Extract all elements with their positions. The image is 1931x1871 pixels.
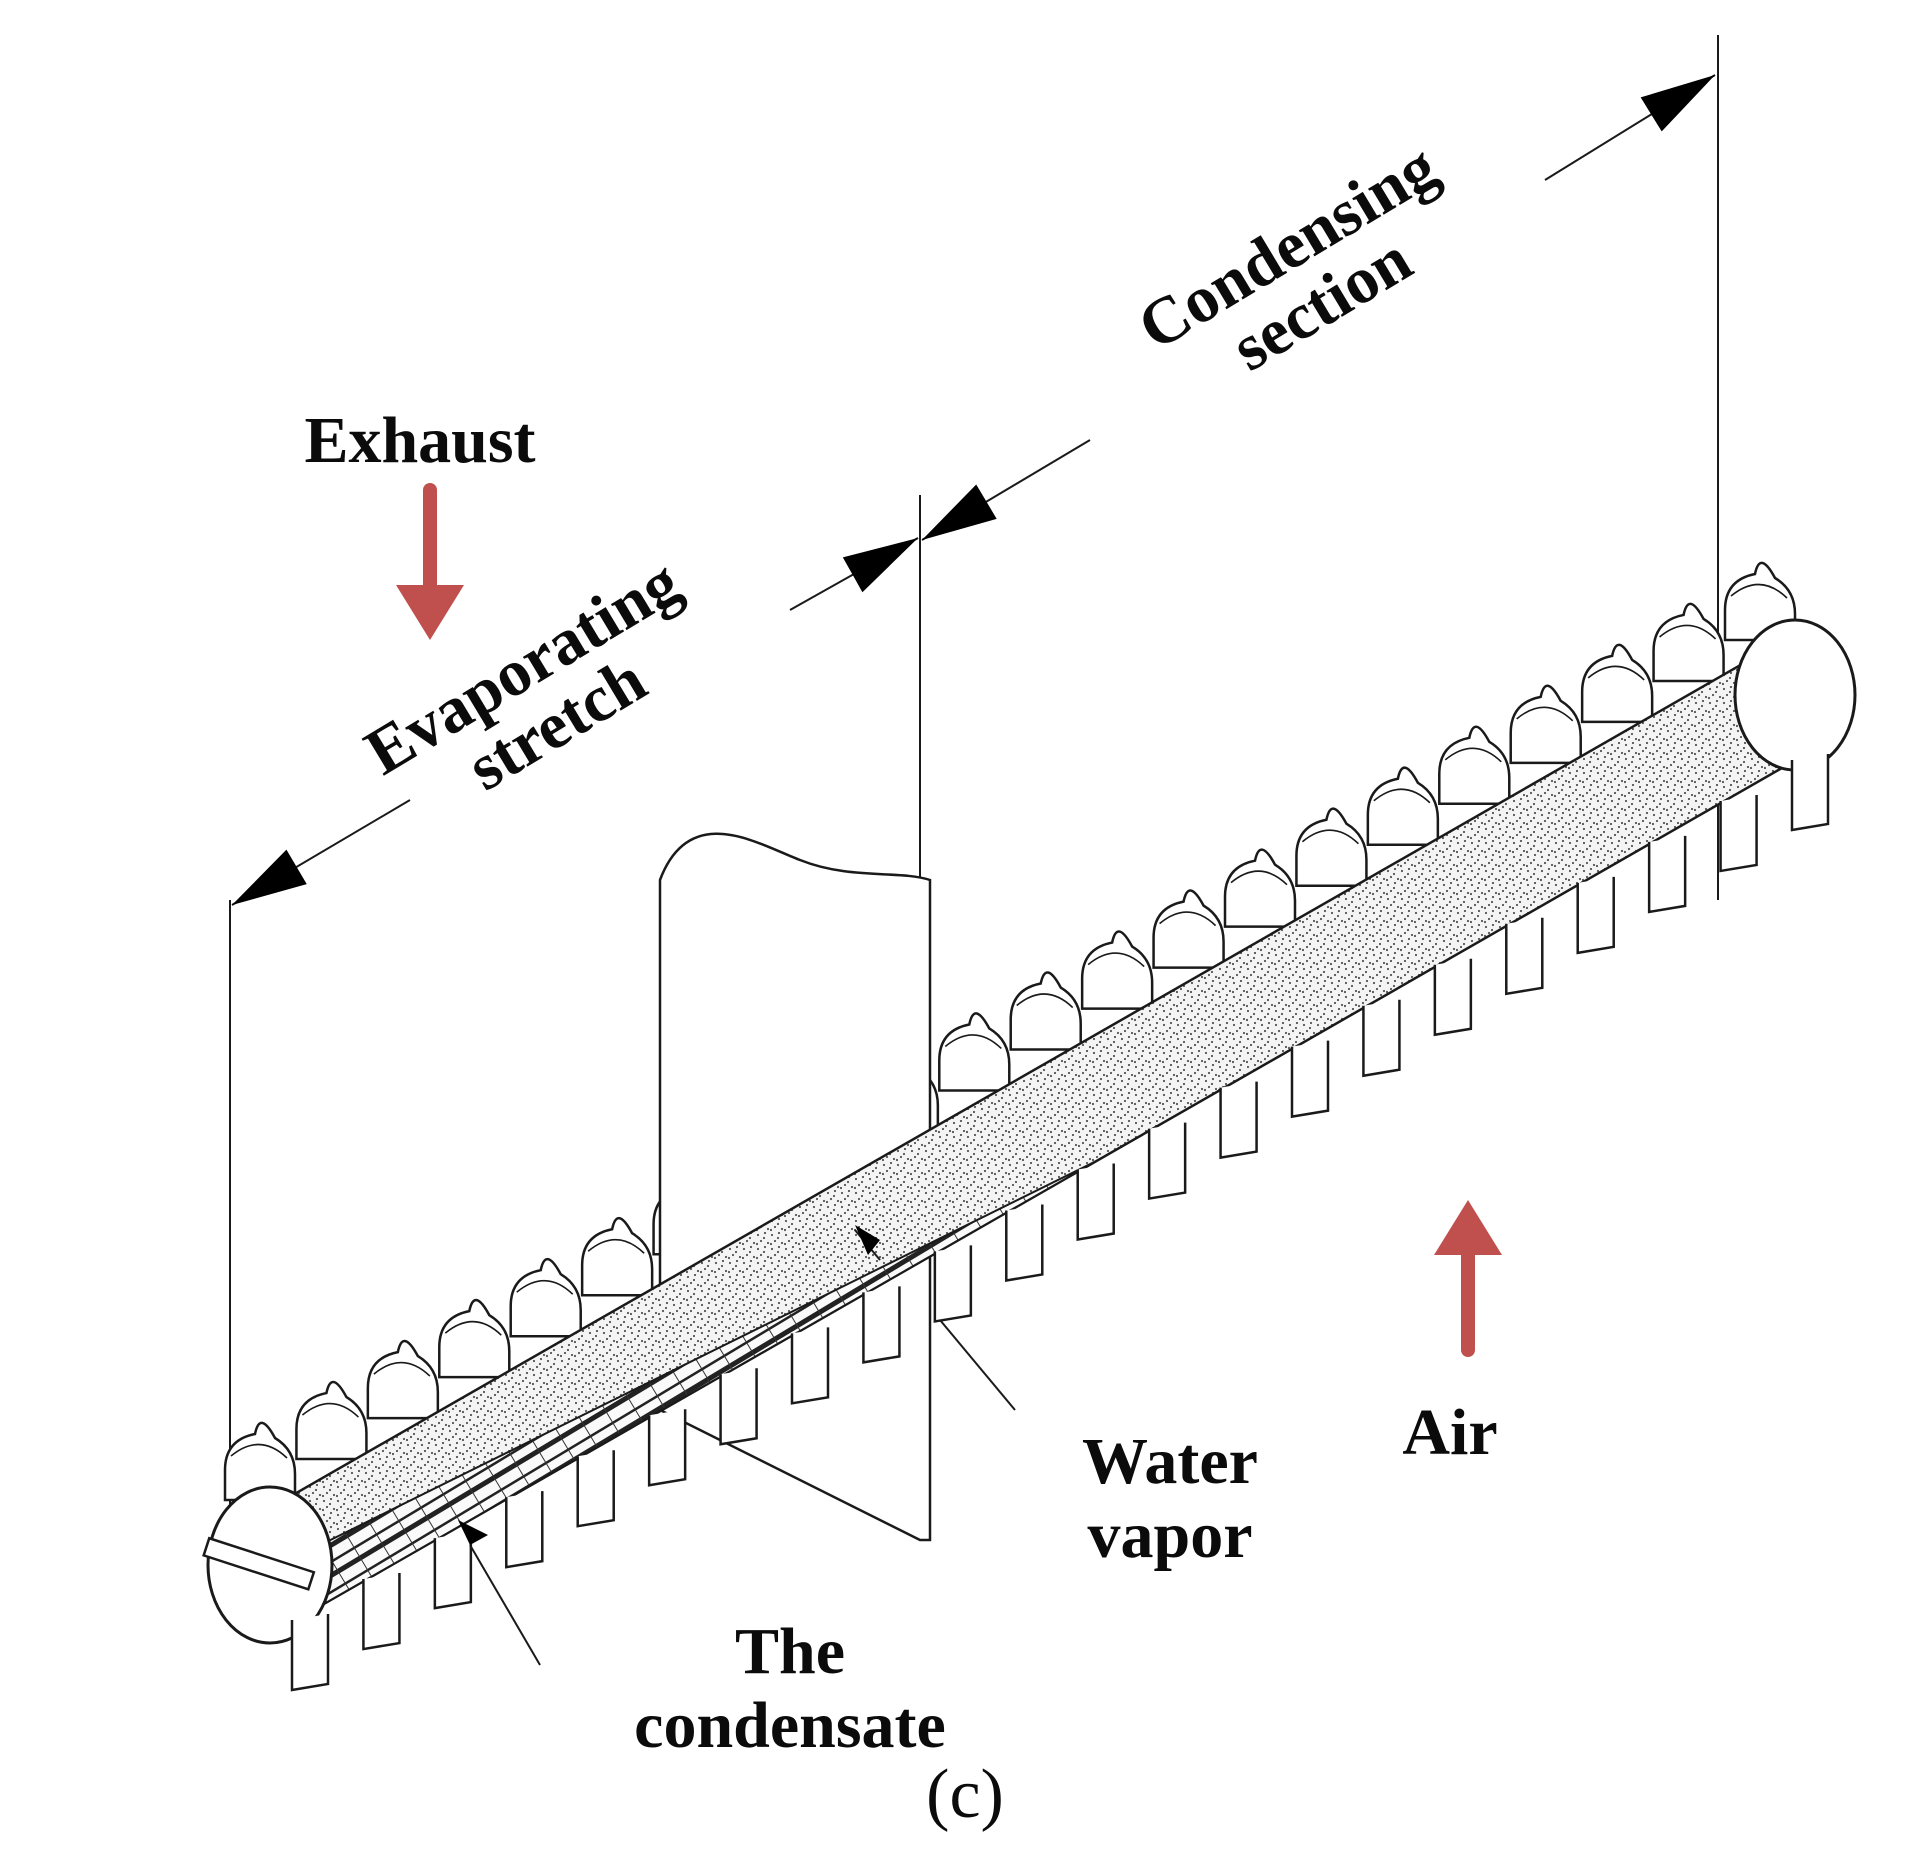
back-fin: [1509, 684, 1582, 765]
back-fin-edge: [1659, 624, 1717, 640]
front-fin: [362, 1573, 401, 1651]
back-fin-edge: [516, 1279, 574, 1295]
back-fin: [295, 1380, 368, 1461]
front-fin: [862, 1286, 901, 1364]
back-fin: [580, 1217, 654, 1297]
vapor-leader: [939, 1319, 1016, 1411]
back-fin-edge: [1373, 788, 1431, 804]
exhaust-arrow-head: [396, 585, 464, 640]
condensate-label: The condensate: [570, 1615, 1010, 1763]
front-fin: [933, 1245, 973, 1323]
flow-arrows: [396, 483, 1502, 1666]
back-fin: [1080, 930, 1154, 1010]
back-fin-edge: [1230, 870, 1288, 886]
dimension-guides: [229, 35, 1719, 1600]
front-fin: [647, 1409, 687, 1487]
dimension-arrowhead: [842, 538, 918, 593]
back-fin: [1438, 725, 1511, 806]
back-fin-edge: [373, 1361, 431, 1377]
front-fin: [576, 1450, 615, 1528]
front-fin: [1576, 876, 1615, 955]
back-fin: [1223, 848, 1297, 928]
back-fin: [1580, 643, 1654, 724]
figure-caption: (c): [926, 1756, 1004, 1833]
end-cap-right: [1733, 618, 1857, 772]
back-fin: [1723, 561, 1797, 642]
front-fin: [1505, 917, 1544, 996]
front-fin: [719, 1368, 758, 1446]
back-fin-edge: [944, 1034, 1002, 1050]
air-arrow-head: [1434, 1200, 1502, 1255]
back-fin: [1152, 889, 1225, 969]
back-fin-edge: [1301, 829, 1359, 845]
back-fin: [509, 1257, 582, 1338]
front-fin: [1147, 1122, 1187, 1201]
end-plug-left: [202, 1536, 316, 1591]
front-fin: [1290, 1040, 1330, 1119]
dimension-arrowhead: [1640, 75, 1715, 132]
back-fin-edge: [1087, 952, 1145, 968]
back-fin-edge: [230, 1443, 288, 1459]
front-fin: [505, 1491, 544, 1569]
front-fin: [290, 1614, 330, 1692]
back-fin-edge: [301, 1402, 359, 1418]
back-fin-edge: [1159, 911, 1217, 927]
water-vapor-label: Water vapor: [1040, 1425, 1300, 1573]
back-fin: [1009, 971, 1082, 1051]
back-fin: [1295, 807, 1368, 887]
back-fin-edge: [1444, 747, 1502, 763]
front-fin: [1076, 1163, 1115, 1241]
dimension-arrowhead: [232, 849, 307, 905]
front-fin: [1219, 1081, 1258, 1160]
back-fin: [223, 1421, 297, 1502]
front-fin: [1362, 999, 1401, 1078]
condensate-leader: [469, 1544, 541, 1666]
dimension-arrowhead: [922, 484, 997, 540]
back-fin: [1366, 766, 1440, 847]
condensate-line2: condensate: [634, 1688, 946, 1762]
water-vapor-line1: Water: [1082, 1425, 1258, 1498]
front-fin: [1647, 835, 1687, 914]
exhaust-label: Exhaust: [304, 404, 536, 477]
back-fin: [438, 1298, 511, 1379]
back-fin-edge: [1587, 665, 1645, 681]
back-fin-edge: [1016, 993, 1074, 1009]
air-label: Air: [1402, 1396, 1498, 1469]
condensate-line1: The: [734, 1615, 846, 1688]
front-fin: [1719, 794, 1758, 873]
back-fin: [938, 1012, 1011, 1092]
back-fin-edge: [444, 1320, 502, 1336]
back-fin-edge: [1516, 706, 1574, 722]
back-fin: [1652, 602, 1725, 683]
front-fin: [1790, 754, 1830, 832]
front-fin: [1433, 958, 1473, 1037]
front-fin: [790, 1327, 830, 1405]
front-fin: [433, 1532, 473, 1610]
fins-front-row: [290, 754, 1830, 1692]
back-fin: [366, 1339, 440, 1420]
condensate-leader-head: [458, 1520, 488, 1545]
vapor-leader-head: [855, 1225, 880, 1255]
back-fin-edge: [1730, 583, 1788, 599]
heat-pipe-tube: [202, 618, 1857, 1645]
front-fin: [1005, 1204, 1044, 1282]
back-fin-edge: [587, 1238, 645, 1254]
water-vapor-line2: vapor: [1087, 1498, 1253, 1572]
